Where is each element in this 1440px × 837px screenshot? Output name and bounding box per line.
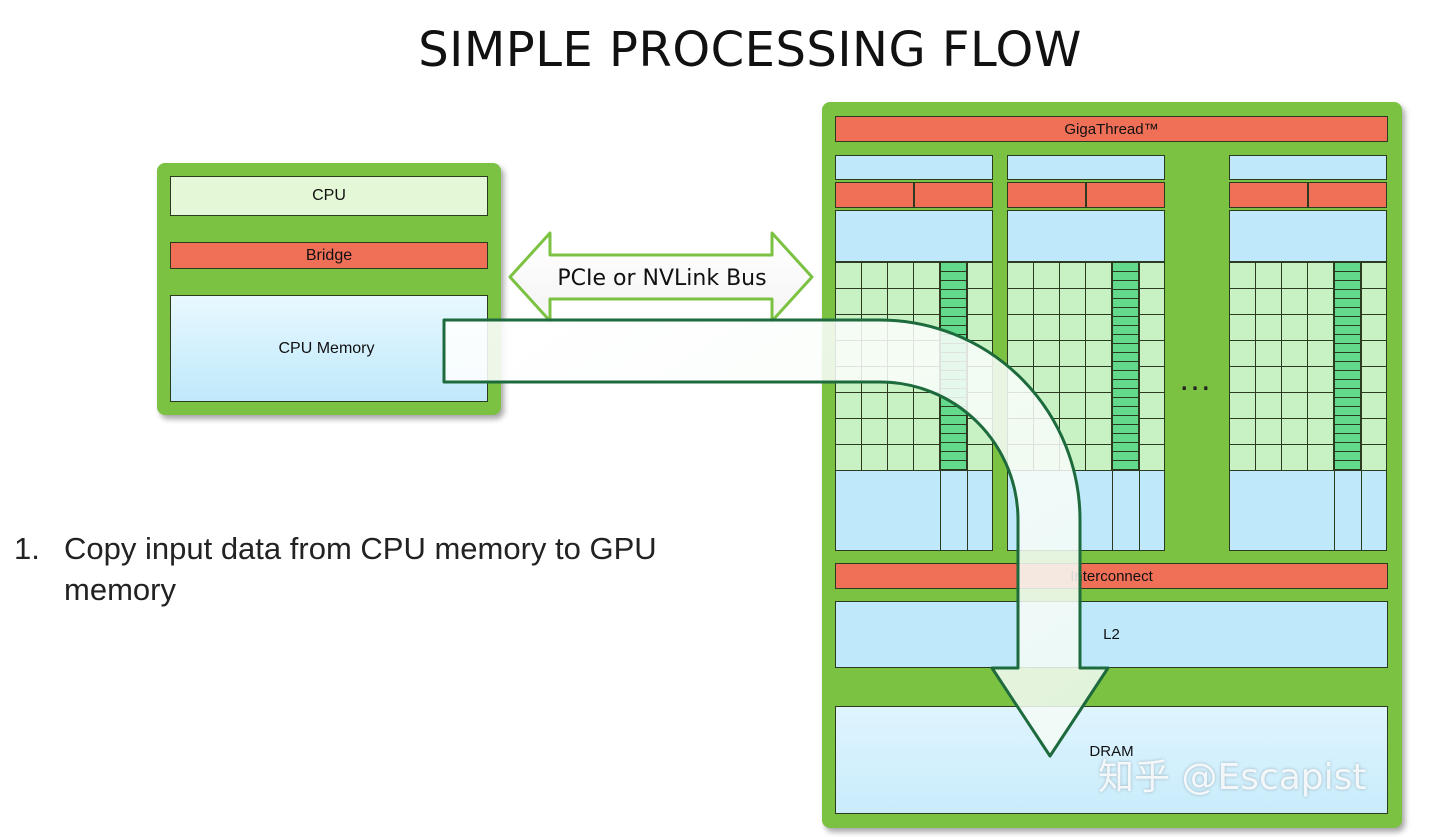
sm-core	[1085, 340, 1112, 367]
sm-load-store-units	[1112, 262, 1139, 471]
sm-warp-scheduler	[1007, 182, 1086, 208]
sm-core	[1307, 262, 1334, 289]
sm-core	[1307, 288, 1334, 315]
sm-shared-memory	[835, 470, 993, 551]
sm-dispatch-unit	[914, 182, 993, 208]
data-copy-arrow	[442, 318, 1110, 758]
sm-core	[1307, 340, 1334, 367]
sm-shared-memory	[1229, 470, 1387, 551]
gpu-board: GigaThread™ Interconnect L2 DRAM	[822, 102, 1402, 828]
sm-column	[1007, 155, 1165, 551]
sm-divider	[1112, 470, 1113, 551]
sm-core	[1033, 366, 1060, 393]
sm-instruction-cache	[835, 155, 993, 180]
cpu-memory-label: CPU Memory	[278, 339, 375, 357]
sm-core	[1033, 262, 1060, 289]
dram-label: DRAM	[1089, 742, 1134, 760]
sm-core	[1255, 418, 1282, 445]
sm-register-file	[1007, 210, 1165, 262]
sm-core	[887, 262, 914, 289]
sm-divider	[1334, 470, 1335, 551]
interconnect-label: Interconnect	[1070, 567, 1153, 585]
bus-label: PCIe or NVLink Bus	[557, 266, 766, 291]
sm-core	[1059, 340, 1086, 367]
sm-instruction-cache	[1007, 155, 1165, 180]
sm-core	[913, 288, 940, 315]
sm-core	[1307, 418, 1334, 445]
sm-divider	[967, 470, 968, 551]
gigathread-block: GigaThread™	[835, 116, 1388, 142]
sm-column	[1229, 155, 1387, 551]
sm-warp-scheduler	[835, 182, 914, 208]
sm-dispatch-unit	[1086, 182, 1165, 208]
sm-core	[861, 288, 888, 315]
sm-core	[1007, 288, 1034, 315]
sm-core	[1229, 366, 1256, 393]
sm-core	[887, 288, 914, 315]
l2-cache-block: L2	[835, 601, 1388, 668]
sm-sfu	[1139, 444, 1165, 471]
sm-sfu	[1139, 314, 1165, 341]
cpu-label: CPU	[312, 187, 346, 204]
cpu-block: CPU	[170, 176, 488, 216]
sm-core	[913, 262, 940, 289]
gigathread-label: GigaThread™	[1064, 120, 1159, 138]
sm-sfu	[1361, 392, 1387, 419]
sm-core	[1281, 288, 1308, 315]
sm-core	[1307, 392, 1334, 419]
dram-block: DRAM	[835, 706, 1388, 814]
slide-title: SIMPLE PROCESSING FLOW	[418, 22, 1082, 78]
bridge-block: Bridge	[170, 242, 488, 269]
interconnect-block: Interconnect	[835, 563, 1388, 589]
sm-register-file	[1229, 210, 1387, 262]
sm-sfu	[1139, 366, 1165, 393]
sm-core	[1085, 366, 1112, 393]
sm-core	[1255, 340, 1282, 367]
sm-dispatch-unit	[1308, 182, 1387, 208]
sm-core	[1281, 314, 1308, 341]
sm-core	[913, 418, 940, 445]
sm-sfu	[1361, 444, 1387, 471]
l2-label: L2	[1103, 626, 1120, 643]
sm-sfu	[1139, 392, 1165, 419]
sm-divider	[1361, 470, 1362, 551]
sm-core	[1059, 262, 1086, 289]
step-number: 1.	[14, 531, 40, 566]
sm-core	[1255, 392, 1282, 419]
sm-core	[1085, 418, 1112, 445]
sm-warp-scheduler	[1229, 182, 1308, 208]
sm-core	[913, 444, 940, 471]
sm-core	[1085, 288, 1112, 315]
watermark: 知乎 @Escapist	[1098, 757, 1367, 798]
step-text: Copy input data from CPU memory to GPU m…	[64, 531, 657, 607]
sm-sfu	[1139, 262, 1165, 289]
sm-register-file	[835, 210, 993, 262]
cpu-memory-block: CPU Memory	[170, 295, 488, 402]
sm-core	[1085, 392, 1112, 419]
bus-double-arrow	[508, 231, 814, 323]
sm-core	[1281, 418, 1308, 445]
sm-core	[1229, 262, 1256, 289]
cpu-board: CPU Bridge CPU Memory	[157, 163, 501, 415]
more-sms-ellipsis: …	[1178, 360, 1214, 398]
sm-divider	[1139, 470, 1140, 551]
sm-divider	[940, 470, 941, 551]
sm-core	[1229, 418, 1256, 445]
sm-core	[1255, 288, 1282, 315]
sm-instruction-cache	[1229, 155, 1387, 180]
bridge-label: Bridge	[305, 246, 353, 264]
sm-load-store-units	[1334, 262, 1361, 471]
